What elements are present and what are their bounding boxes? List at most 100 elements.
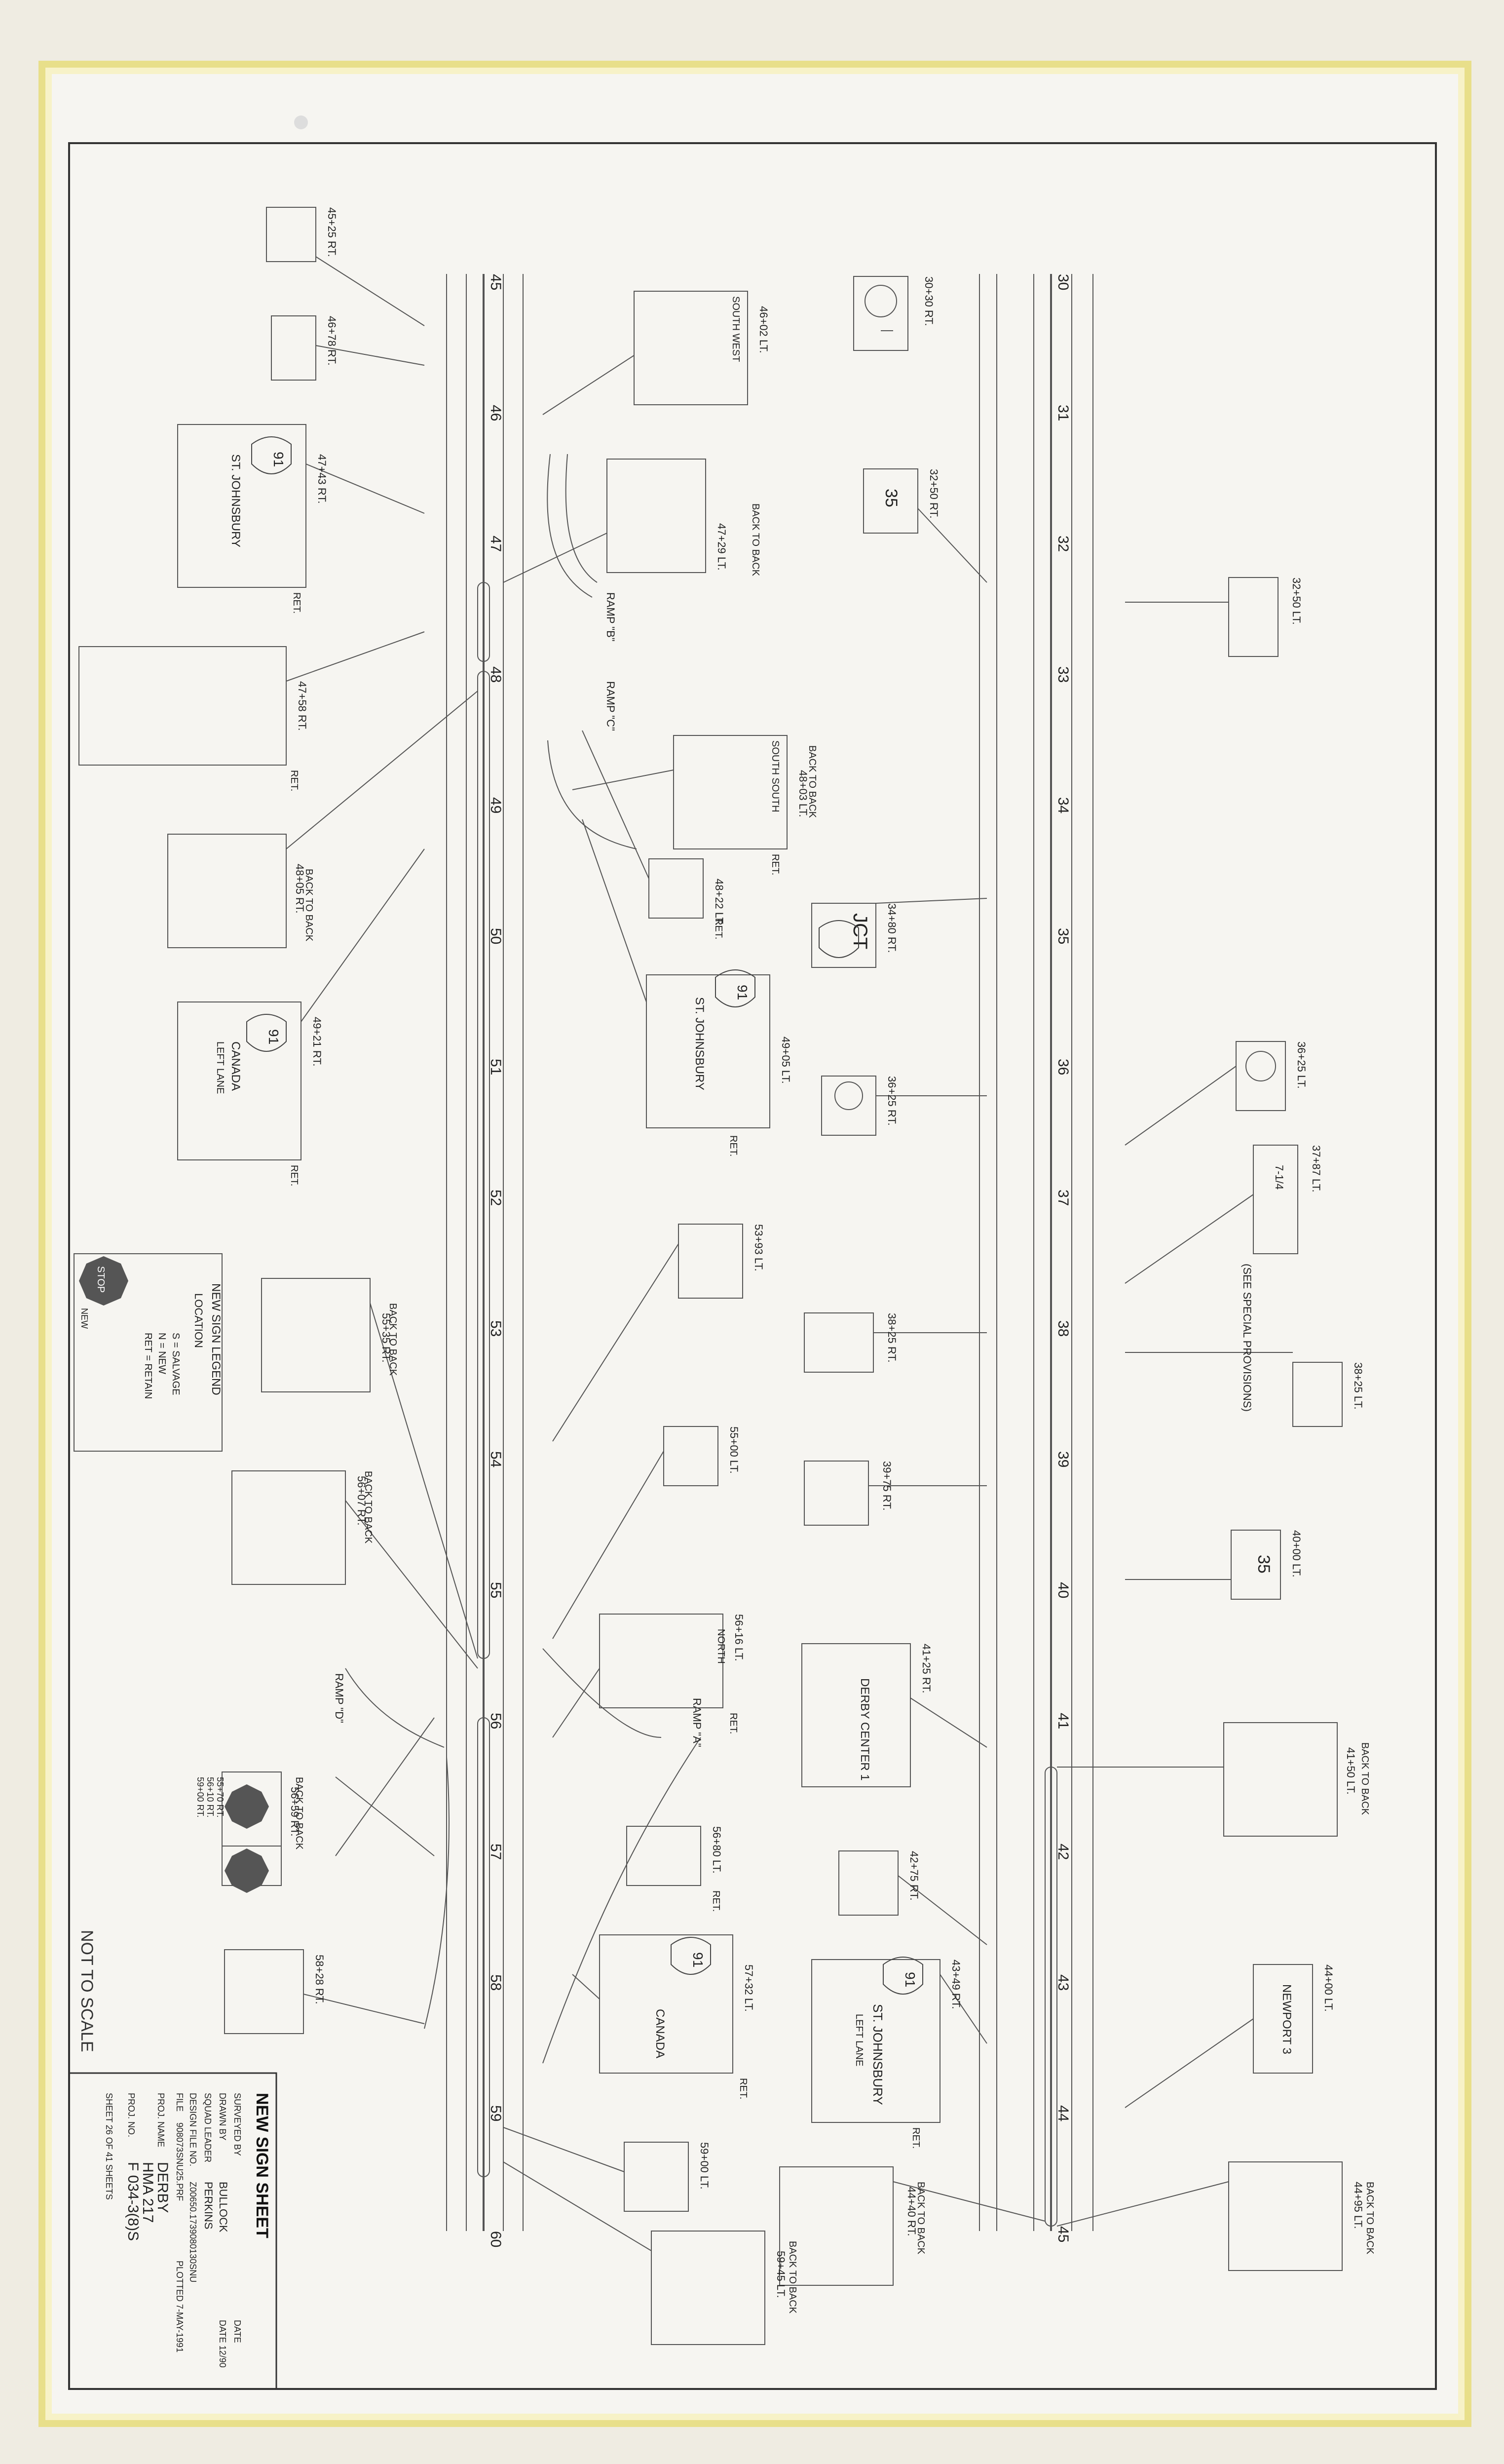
sign-panel xyxy=(1236,1041,1286,1111)
sign-panel xyxy=(811,903,876,968)
station-label: 59 xyxy=(488,2105,504,2121)
sign-sub-text: LEFT LANE xyxy=(854,2014,865,2066)
sign-panel xyxy=(673,735,788,849)
sign-panel xyxy=(177,424,306,588)
station-callout: 48+22 LT. xyxy=(713,879,725,926)
upper-right-sign-labels: 30+30 RT. 32+50 RT. 35 34+80 RT. JCT 36+… xyxy=(849,276,962,2236)
legend-new-text: NEW xyxy=(79,1308,89,1329)
sign-panel xyxy=(1292,1362,1343,1427)
sign-panel xyxy=(599,1614,723,1708)
design-file-value: Z00650.1739080130SNU xyxy=(188,2182,198,2282)
punch-hole xyxy=(294,116,308,129)
legend-title: NEW SIGN LEGEND xyxy=(209,1283,223,1395)
interstate-shield-icon xyxy=(671,1937,711,1975)
interstate-shield-icon xyxy=(819,920,859,958)
upper-left-signs xyxy=(1056,577,1343,2271)
station-label: 50 xyxy=(488,928,504,944)
station-callout: 38+25 RT. xyxy=(886,1313,898,1363)
station-callout: 44+95 LT. xyxy=(1352,2182,1364,2229)
station-callout: 36+25 LT. xyxy=(1295,1041,1308,1089)
sign-panel xyxy=(599,1934,733,2074)
ret-label: RET. xyxy=(728,1713,739,1734)
sign-panel xyxy=(224,1949,304,2034)
station-label: 56 xyxy=(488,1713,504,1729)
station-label: 36 xyxy=(1055,1059,1071,1075)
station-callout: 49+21 RT. xyxy=(311,1017,323,1067)
station-callout: 32+50 RT. xyxy=(928,469,940,519)
drawn-by-name: BULLOCK xyxy=(217,2182,229,2233)
sign-panel xyxy=(606,459,706,573)
drawn-by-label: DRAWN BY xyxy=(218,2093,227,2140)
upper-roadway xyxy=(979,274,1093,2231)
station-label: 51 xyxy=(488,1059,504,1075)
sign-panel xyxy=(78,646,287,766)
ramp-b-label: RAMP "B" xyxy=(604,592,617,642)
sheet-paper xyxy=(52,74,1458,2414)
station-callout: 55+00 LT. xyxy=(728,1426,740,1474)
lower-station-labels: 45 46 47 48 49 50 51 52 53 54 55 56 57 5… xyxy=(488,274,504,2247)
station-label: 37 xyxy=(1055,1190,1071,1206)
sign-panel xyxy=(853,276,908,351)
sign-text: NEWPORT 3 xyxy=(1280,1984,1293,2054)
stop-note: 56+10 RT. xyxy=(205,1777,215,1817)
station-callout: 38+25 LT. xyxy=(1352,1362,1364,1410)
station-callout: 58+28 RT. xyxy=(313,1955,326,2004)
sign-text: ST. JOHNSBURY xyxy=(693,997,706,1090)
route-number: 91 xyxy=(271,452,286,467)
route-number: 91 xyxy=(690,1952,706,1967)
sign-text: SOUTH WEST xyxy=(730,296,741,362)
sign-panel xyxy=(779,2166,894,2286)
legend-retain: RET = RETAIN xyxy=(143,1333,153,1399)
ret-label: RET. xyxy=(770,854,781,875)
upper-left-sign-labels: 32+50 LT. 36+25 LT. 37+87 LT. 7-1/4 (SEE… xyxy=(1241,578,1364,2229)
station-label: 40 xyxy=(1055,1582,1071,1598)
sign-panel xyxy=(231,1470,346,1585)
back-to-back-label: BACK TO BACK xyxy=(750,503,761,577)
sign-panel xyxy=(863,468,918,534)
sheet-number: SHEET 26 OF 41 SHEETS xyxy=(104,2093,114,2200)
sign-panel xyxy=(821,1076,876,1136)
station-label: 38 xyxy=(1055,1320,1071,1337)
sheet-title: NEW SIGN SHEET xyxy=(253,2093,271,2238)
sign-panel xyxy=(624,2142,689,2212)
squad-leader-label: SQUAD LEADER xyxy=(203,2093,213,2162)
station-callout: 47+43 RT. xyxy=(316,454,328,504)
sign-panel xyxy=(811,1959,940,2123)
stop-sign-icon xyxy=(225,1848,269,1893)
interstate-shield-icon xyxy=(715,969,755,1007)
title-block: NEW SIGN SHEET SURVEYED BY DATE DRAWN BY… xyxy=(68,2072,277,2390)
sign-panel xyxy=(626,1826,701,1886)
station-label: 33 xyxy=(1055,666,1071,683)
station-callout: 55+35 RT. xyxy=(380,1313,392,1363)
station-callout: 40+00 LT. xyxy=(1290,1530,1303,1578)
file-value: 908073SNU25.PRF xyxy=(175,2122,185,2201)
ret-label: RET. xyxy=(738,2078,749,2099)
proj-no-label: PROJ. NO. xyxy=(126,2093,136,2137)
station-callout: 44+00 LT. xyxy=(1322,1964,1335,2012)
route-number: 91 xyxy=(735,985,750,1000)
station-label: 49 xyxy=(488,797,504,813)
station-callout: 48+05 RT. xyxy=(294,864,306,914)
station-callout: 42+75 RT. xyxy=(908,1851,920,1901)
station-label: 43 xyxy=(1055,1974,1071,1991)
station-callout: 46+78 RT. xyxy=(326,316,338,366)
back-to-back-label: BACK TO BACK xyxy=(915,2182,926,2255)
not-to-scale: NOT TO SCALE xyxy=(77,1930,96,2052)
station-label: 30 xyxy=(1055,274,1071,290)
station-callout: 36+25 RT. xyxy=(886,1076,898,1126)
station-callout: 57+32 LT. xyxy=(743,1964,755,2012)
ramp-d-label: RAMP "D" xyxy=(333,1673,345,1723)
interstate-shield-icon xyxy=(251,436,292,474)
drawing-border xyxy=(68,142,1437,2390)
station-callout: 59+45 LT. xyxy=(775,2251,787,2298)
station-label: 47 xyxy=(488,536,504,552)
stop-note: 59+00 RT. xyxy=(195,1777,205,1817)
sign-text: JCT xyxy=(849,913,871,949)
title-block-border xyxy=(68,2072,277,2390)
sign-text: CANADA xyxy=(653,2009,667,2058)
station-label: 31 xyxy=(1055,405,1071,421)
legend-location: LOCATION xyxy=(192,1293,205,1348)
station-label: 41 xyxy=(1055,1713,1071,1729)
lower-signs xyxy=(78,207,788,2345)
